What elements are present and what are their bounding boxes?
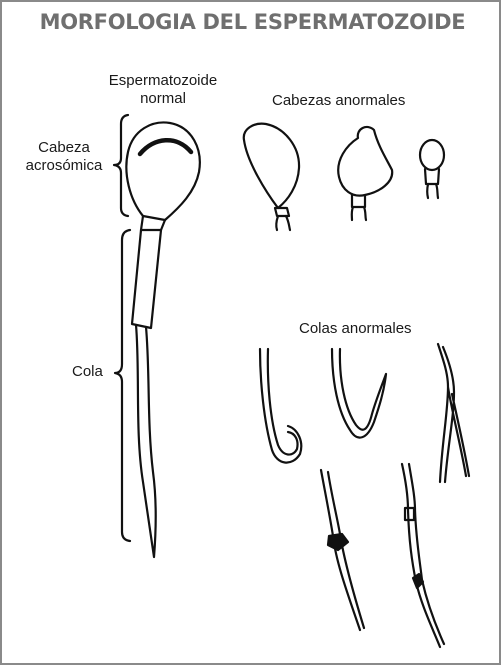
abnormal-head-1-shape (242, 122, 301, 210)
acrosome-cap (137, 137, 194, 157)
abnormal-head-2-neck (350, 193, 367, 209)
label-tail: Cola (72, 363, 103, 380)
abnormal-tail-3 (436, 342, 471, 484)
label-acrosomal-head: Cabeza acrosómica (14, 139, 114, 175)
label-normal-sperm: Espermatozoide normal (98, 72, 228, 108)
abnormal-head-3-shape (418, 138, 446, 172)
abnormal-head-2 (337, 125, 394, 222)
abnormal-head-1-tail (275, 214, 292, 232)
abnormal-tail-1-shape (258, 347, 303, 464)
abnormal-tail-2 (330, 347, 388, 439)
abnormal-tail-5 (400, 462, 446, 649)
tail-brace (113, 228, 132, 543)
abnormal-tail-5-shape (400, 462, 446, 649)
abnormal-tail-1 (258, 347, 303, 464)
abnormal-head-1 (242, 122, 301, 232)
abnormal-tail-3-shape (436, 342, 471, 484)
diagram-title: MORFOLOGIA DEL ESPERMATOZOIDE (39, 10, 466, 34)
normal-sperm-neck (139, 214, 167, 232)
label-head-line2: acrosómica (25, 157, 103, 174)
label-abnormal-tails: Colas anormales (299, 320, 412, 337)
label-normal-line1: Espermatozoide (108, 72, 218, 89)
normal-sperm-midpiece (130, 228, 163, 330)
abnormal-tail-2-shape (330, 347, 388, 439)
label-normal-line2: normal (140, 90, 186, 107)
abnormal-head-1-neck (273, 206, 291, 218)
normal-sperm (125, 121, 201, 559)
abnormal-tail-4-shape (319, 468, 366, 632)
head-brace (112, 113, 130, 218)
abnormal-head-3-neck (423, 167, 441, 186)
normal-sperm-tail (134, 323, 157, 559)
abnormal-head-2-shape (337, 125, 394, 197)
abnormal-tail-4-swelling (326, 532, 350, 552)
label-head-line1: Cabeza (38, 139, 90, 156)
abnormal-head-2-tail (350, 205, 368, 222)
abnormal-tail-4 (319, 468, 366, 632)
abnormal-head-3-tail (426, 182, 440, 200)
abnormal-tail-5-node-2 (411, 572, 425, 590)
abnormal-head-3 (418, 138, 446, 200)
normal-sperm-head (125, 121, 201, 222)
abnormal-tail-5-node-1 (403, 506, 416, 522)
label-abnormal-heads: Cabezas anormales (272, 92, 406, 109)
